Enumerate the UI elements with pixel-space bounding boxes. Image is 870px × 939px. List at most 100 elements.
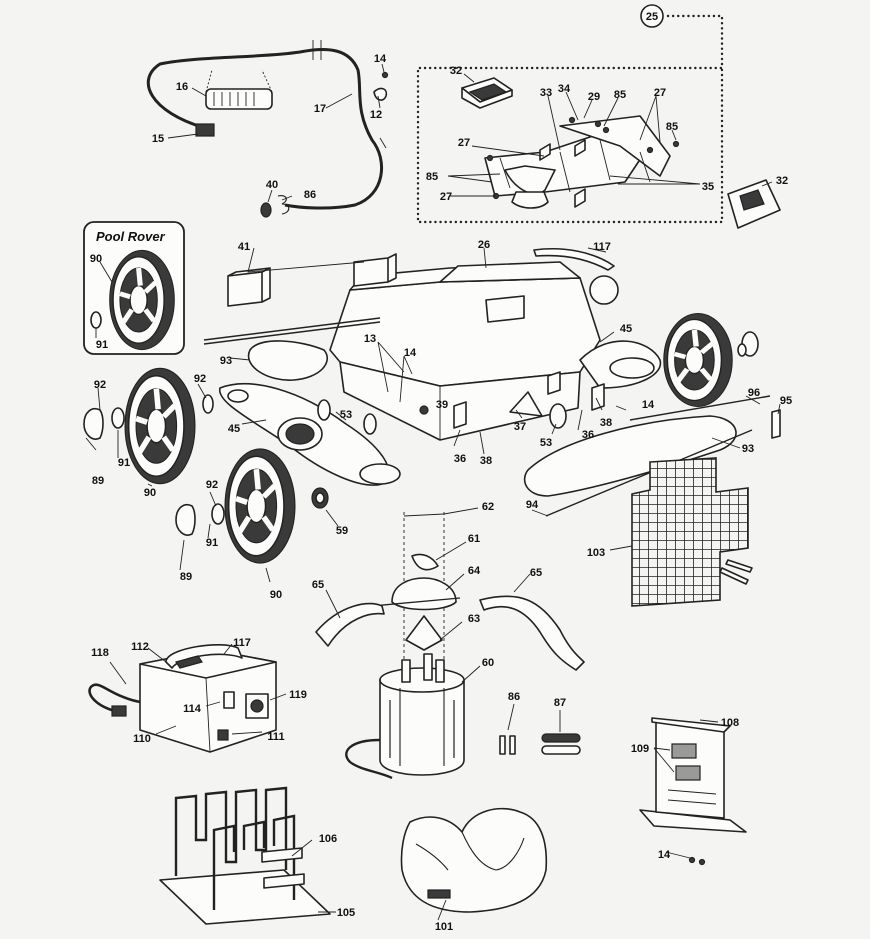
cord-strain-relief bbox=[205, 88, 273, 110]
pump-motor-assembly bbox=[315, 512, 585, 780]
pump-impeller-housing bbox=[391, 577, 457, 611]
pool-rover-inset bbox=[83, 221, 185, 355]
part-label-p33: 33 bbox=[540, 87, 552, 99]
part-label-p25: 25 bbox=[646, 11, 658, 23]
cord-clip bbox=[373, 87, 388, 101]
part-label-p27c: 27 bbox=[440, 191, 452, 203]
cart-caddy bbox=[159, 786, 331, 925]
part-label-p86b: 86 bbox=[508, 691, 520, 703]
part-label-p29: 29 bbox=[588, 91, 600, 103]
part-label-p34: 34 bbox=[558, 83, 571, 95]
wheel-left-lower bbox=[175, 449, 329, 563]
roller-assembly-left bbox=[219, 382, 401, 486]
part-93-left bbox=[247, 340, 328, 381]
part-label-p106: 106 bbox=[319, 833, 337, 845]
part-label-p32b: 32 bbox=[776, 175, 788, 187]
part-label-p109: 109 bbox=[631, 743, 649, 755]
part-label-p92b: 92 bbox=[194, 373, 206, 385]
part-label-p32a: 32 bbox=[450, 65, 462, 77]
leader-lines bbox=[85, 63, 781, 921]
part-label-p118: 118 bbox=[91, 647, 109, 659]
ref-circle-25 bbox=[640, 4, 664, 28]
part-label-p45a: 45 bbox=[620, 323, 632, 335]
part-label-p94: 94 bbox=[526, 499, 539, 511]
part-93-right bbox=[523, 415, 737, 497]
part-label-p39: 39 bbox=[436, 399, 448, 411]
part-label-p12: 12 bbox=[370, 109, 382, 121]
part-label-p35: 35 bbox=[702, 181, 714, 193]
part-label-p59: 59 bbox=[336, 525, 348, 537]
part-label-p90a: 90 bbox=[90, 253, 102, 265]
part-label-p90b: 90 bbox=[144, 487, 156, 499]
part-label-p53a: 53 bbox=[340, 409, 352, 421]
part-label-p87: 87 bbox=[554, 697, 566, 709]
part-label-p103: 103 bbox=[587, 547, 605, 559]
part-label-p92c: 92 bbox=[206, 479, 218, 491]
filter-bag-tag bbox=[427, 889, 451, 899]
part-label-p85b: 85 bbox=[666, 121, 678, 133]
part-label-p36a: 36 bbox=[582, 429, 594, 441]
part-label-p110: 110 bbox=[133, 733, 151, 745]
power-outlet bbox=[250, 699, 264, 713]
part-label-p53b: 53 bbox=[540, 437, 552, 449]
roller-assembly-right bbox=[453, 314, 781, 517]
part-label-p13: 13 bbox=[364, 333, 376, 345]
part-label-p64: 64 bbox=[468, 565, 481, 577]
part-label-p27a: 27 bbox=[654, 87, 666, 99]
part-label-p101: 101 bbox=[435, 921, 453, 933]
part-label-p37: 37 bbox=[514, 421, 526, 433]
part-label-p14b: 14 bbox=[404, 347, 417, 359]
part-label-p15: 15 bbox=[152, 133, 164, 145]
part-41-left bbox=[227, 267, 271, 307]
cord-plug bbox=[195, 123, 215, 137]
part-label-p85c: 85 bbox=[426, 171, 438, 183]
part-label-p61: 61 bbox=[468, 533, 480, 545]
part-label-p90c: 90 bbox=[270, 589, 282, 601]
part-117-handle bbox=[533, 247, 615, 271]
inset-title: Pool Rover bbox=[96, 229, 166, 244]
part-label-p89a: 89 bbox=[92, 475, 104, 487]
mounting-bracket bbox=[639, 717, 747, 866]
part-label-p86a: 86 bbox=[304, 189, 316, 201]
part-label-p91c: 91 bbox=[206, 537, 218, 549]
part-label-p91b: 91 bbox=[118, 457, 130, 469]
part-label-p111: 111 bbox=[267, 731, 284, 743]
part-label-p60: 60 bbox=[482, 657, 494, 669]
part-label-p41: 41 bbox=[238, 241, 250, 253]
part-label-p114: 114 bbox=[183, 703, 202, 715]
power-supply bbox=[88, 644, 277, 753]
part-label-p92a: 92 bbox=[94, 379, 106, 391]
part-label-p26: 26 bbox=[478, 239, 490, 251]
cord-clamp bbox=[260, 202, 272, 218]
part-label-p96: 96 bbox=[748, 387, 760, 399]
part-label-p117b: 117 bbox=[233, 637, 251, 649]
part-label-p112: 112 bbox=[131, 641, 149, 653]
part-label-p93b: 93 bbox=[742, 443, 754, 455]
part-label-p95: 95 bbox=[780, 395, 792, 407]
part-label-p36b: 36 bbox=[454, 453, 466, 465]
part-label-p17: 17 bbox=[314, 103, 326, 115]
part-label-p65a: 65 bbox=[312, 579, 324, 591]
part-label-p27b: 27 bbox=[458, 137, 470, 149]
part-label-p93a: 93 bbox=[220, 355, 232, 367]
part-label-p119: 119 bbox=[289, 689, 307, 701]
part-label-p63: 63 bbox=[468, 613, 480, 625]
part-label-p89b: 89 bbox=[180, 571, 192, 583]
part-label-p108: 108 bbox=[721, 717, 739, 729]
small-parts bbox=[499, 733, 581, 755]
part-label-p65b: 65 bbox=[530, 567, 542, 579]
part-label-p105: 105 bbox=[337, 907, 355, 919]
part-label-p117a: 117 bbox=[593, 241, 611, 253]
part-label-p14c: 14 bbox=[642, 399, 655, 411]
housing-screw bbox=[419, 405, 429, 415]
part-label-p16: 16 bbox=[176, 81, 188, 93]
part-label-p14a: 14 bbox=[374, 53, 387, 65]
part-label-p45b: 45 bbox=[228, 423, 240, 435]
part-label-p38a: 38 bbox=[600, 417, 612, 429]
motor-housing bbox=[203, 247, 619, 441]
power-switch bbox=[223, 691, 235, 709]
part-label-p38b: 38 bbox=[480, 455, 492, 467]
filter-screen bbox=[631, 457, 753, 607]
